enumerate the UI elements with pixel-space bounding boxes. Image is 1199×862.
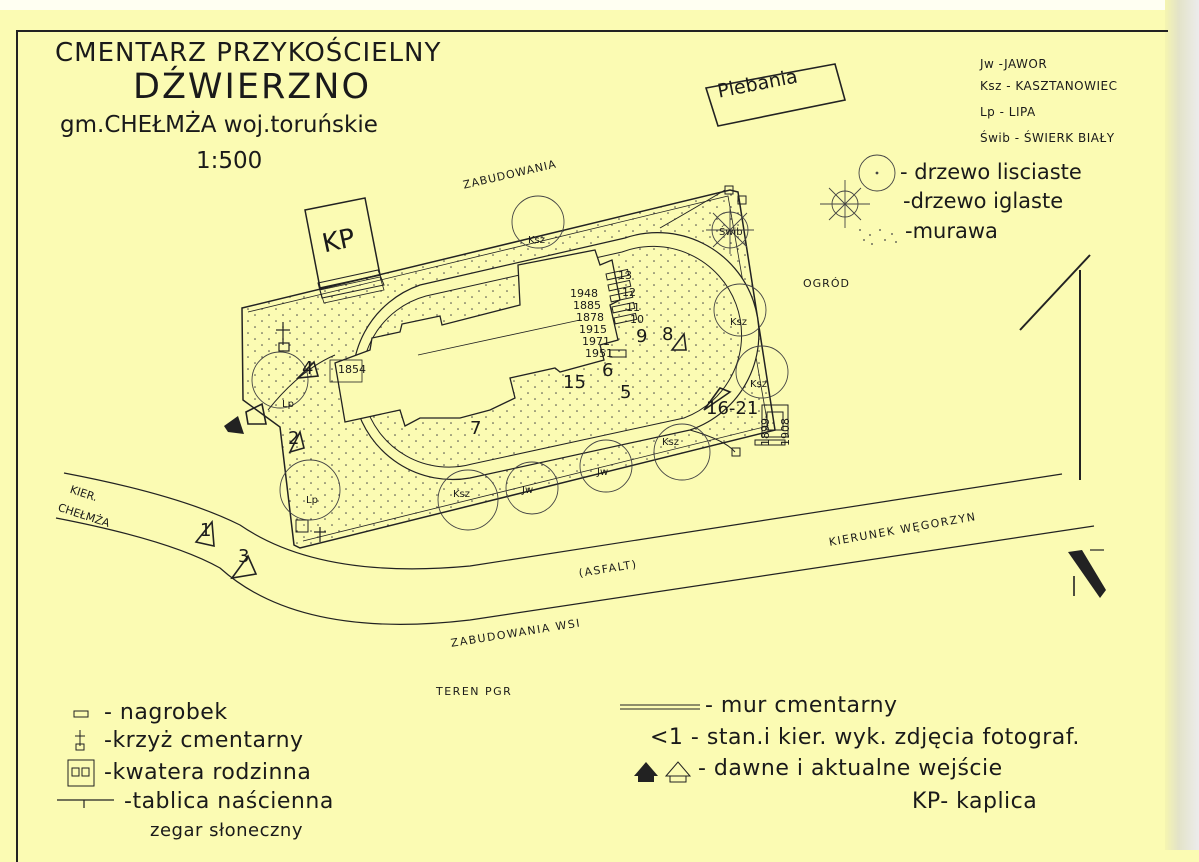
gravestone-icon bbox=[73, 710, 89, 718]
year-label: 1951 bbox=[585, 347, 613, 360]
photo-station-6: 6 bbox=[602, 360, 614, 381]
tree-label: Ksz bbox=[453, 489, 471, 500]
year-label: 1971 bbox=[582, 335, 610, 348]
tree-label: Ksz bbox=[662, 437, 680, 448]
legend-photo-station: <1 - stan.i kier. wyk. zdjęcia fotograf. bbox=[650, 725, 1080, 750]
tree-label: Lp bbox=[282, 399, 294, 410]
year-label: 1948 bbox=[570, 287, 598, 300]
conifer-tree-icon bbox=[820, 180, 870, 228]
photo-station-5: 5 bbox=[620, 382, 632, 403]
parsonage-building bbox=[704, 63, 847, 127]
year-label: 1885 bbox=[573, 299, 601, 312]
year-label: 1908 bbox=[779, 418, 792, 446]
label-chapel: KP bbox=[319, 223, 358, 260]
gravestone-row bbox=[605, 268, 638, 358]
photo-station-13: 13 bbox=[618, 269, 632, 282]
photo-station-3: 3 bbox=[238, 546, 250, 567]
map-title-village: DŹWIERZNO bbox=[133, 67, 371, 107]
photo-station-8: 8 bbox=[662, 324, 674, 345]
label-pgr: TEREN PGR bbox=[436, 685, 513, 698]
current-entrance-marker bbox=[245, 402, 267, 425]
tree-label: Lp bbox=[306, 495, 318, 506]
cemetery-cross bbox=[276, 322, 326, 542]
cross-icon bbox=[75, 730, 85, 751]
year-label: 1854 bbox=[338, 363, 366, 376]
abbr-kasztanowiec: Ksz - KASZTANOWIEC bbox=[980, 79, 1118, 93]
legend-wall-plaque: -tablica naścienna bbox=[124, 789, 334, 814]
label-garden: OGRÓD bbox=[803, 277, 850, 290]
map-scale: 1:500 bbox=[196, 148, 263, 174]
road-edge-south bbox=[55, 517, 1095, 625]
photo-station-16-21: 16-21 bbox=[706, 398, 759, 419]
cemetery-wall-icon bbox=[620, 704, 700, 710]
photo-station-10: 10 bbox=[630, 313, 644, 326]
map-title-line1: CMENTARZ PRZYKOŚCIELNY bbox=[55, 38, 442, 68]
legend-conifer: -drzewo iglaste bbox=[903, 189, 1064, 213]
tree-label: Jw bbox=[522, 485, 534, 496]
deciduous-tree-icon bbox=[858, 154, 896, 192]
deciduous-trees bbox=[251, 195, 789, 531]
map-frame bbox=[16, 30, 1168, 862]
abbr-lipa: Lp - LIPA bbox=[980, 105, 1036, 119]
photo-station-markers bbox=[194, 331, 732, 580]
year-label: 1915 bbox=[579, 323, 607, 336]
entrance-icon bbox=[634, 761, 692, 783]
legend-chapel: KP- kaplica bbox=[912, 789, 1038, 814]
legend-lawn: -murawa bbox=[905, 219, 998, 243]
paper-edge-top bbox=[0, 0, 1199, 10]
tree-label: Ksz bbox=[730, 317, 748, 328]
legend-gravestone: - nagrobek bbox=[104, 700, 228, 725]
year-label: 1878 bbox=[576, 311, 604, 324]
legend-sundial: zegar słoneczny bbox=[150, 820, 303, 841]
wall-plaque-icon bbox=[57, 799, 114, 808]
paper-edge-right bbox=[1165, 0, 1199, 850]
tree-label: Jw bbox=[597, 467, 609, 478]
photo-station-7: 7 bbox=[470, 418, 482, 439]
tree-label: Ksz bbox=[750, 379, 768, 390]
photo-station-15: 15 bbox=[563, 372, 586, 393]
legend-cross: -krzyż cmentarny bbox=[104, 728, 304, 753]
tree-label: Ksz bbox=[528, 235, 546, 246]
church-outline bbox=[334, 249, 621, 427]
old-entrance-marker bbox=[224, 416, 244, 434]
north-arrow bbox=[1019, 254, 1091, 331]
photo-station-2: 2 bbox=[288, 428, 300, 449]
abbr-swierk: Świb - ŚWIERK BIAŁY bbox=[980, 131, 1115, 145]
photo-station-11: 11 bbox=[626, 301, 640, 314]
year-label: 1899 bbox=[759, 418, 772, 446]
map-title-location: gm.CHEŁMŻA woj.toruńskie bbox=[60, 112, 378, 138]
photo-station-4: 4 bbox=[302, 358, 314, 379]
road-edge-north bbox=[63, 472, 1063, 570]
photo-station-9: 9 bbox=[636, 326, 648, 347]
legend-family-plot: -kwatera rodzinna bbox=[104, 760, 312, 785]
legend-wall: - mur cmentarny bbox=[705, 693, 898, 718]
abbr-jawor: Jw -JAWOR bbox=[980, 57, 1048, 71]
legend-deciduous: - drzewo lisciaste bbox=[900, 160, 1082, 184]
north-marker bbox=[1068, 550, 1106, 598]
lawn-icon bbox=[859, 229, 897, 245]
photo-station-1: 1 bbox=[200, 520, 212, 541]
photo-station-12: 12 bbox=[622, 286, 636, 299]
conifer-tree bbox=[706, 206, 754, 254]
legend-entrance: - dawne i aktualne wejście bbox=[698, 756, 1003, 781]
family-plot bbox=[754, 404, 789, 446]
family-plot-icon bbox=[67, 759, 95, 787]
tree-label: Świb bbox=[719, 227, 743, 238]
